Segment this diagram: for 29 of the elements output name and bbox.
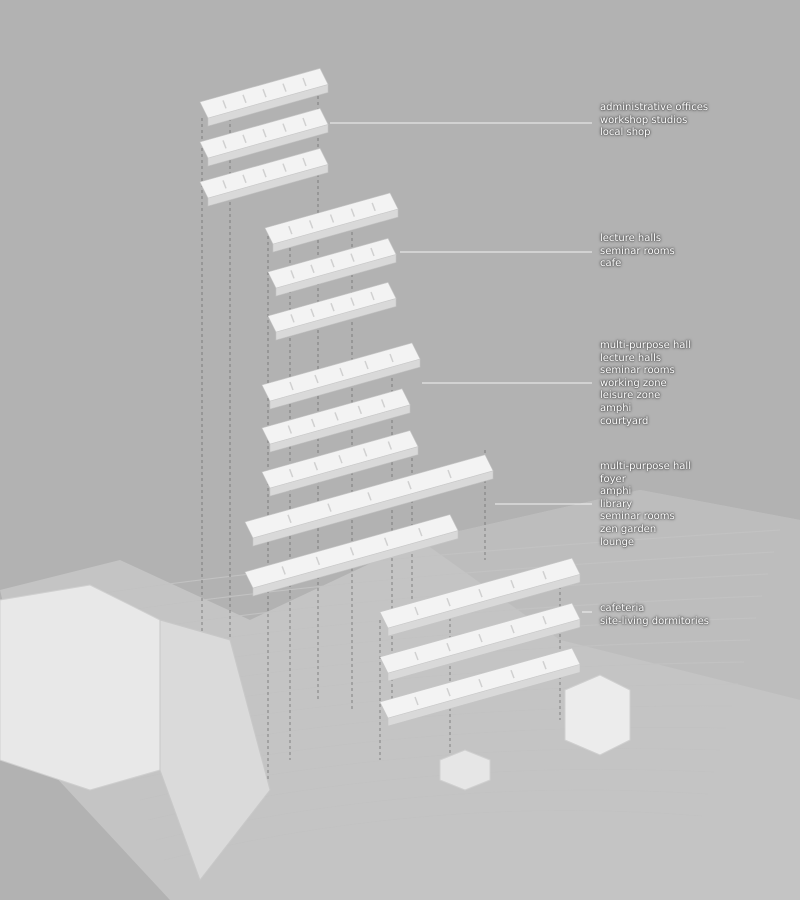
- program-label: amphi: [600, 402, 632, 416]
- program-label: seminar rooms: [600, 246, 675, 258]
- program-label: lecture halls: [600, 352, 662, 365]
- program-label: cafeteria: [600, 603, 644, 616]
- floor-slabs-drawing: [264, 192, 398, 340]
- program-label: cafe: [600, 258, 622, 271]
- program-label: zen garden: [600, 524, 656, 537]
- program-label: amphi: [600, 486, 632, 499]
- program-label: seminar rooms: [600, 365, 675, 378]
- program-label: seminar rooms: [600, 511, 675, 524]
- floor-slabs-drawing: [244, 454, 494, 596]
- program-label: lounge: [600, 536, 634, 550]
- program-label: foyer: [600, 474, 626, 486]
- program-label: local shop: [600, 127, 650, 140]
- leader-line: [422, 382, 592, 384]
- floor-slabs-drawing: [380, 558, 580, 726]
- program-label: site-living dormitories: [600, 616, 709, 628]
- program-label: working zone: [600, 378, 667, 390]
- leader-line: [330, 122, 592, 124]
- program-label: leisure zone: [600, 390, 660, 403]
- program-label: courtyard: [600, 416, 648, 428]
- program-label: lecture halls: [600, 233, 662, 246]
- program-label: multi-purpose hall: [600, 340, 691, 353]
- program-label: library: [600, 498, 632, 511]
- program-label: workshop studios: [600, 114, 688, 127]
- floor-slabs-drawing: [200, 68, 328, 206]
- program-label: multi-purpose hall: [600, 461, 691, 474]
- program-label: administrative offices: [600, 102, 708, 115]
- floor-slabs-drawing: [262, 342, 420, 496]
